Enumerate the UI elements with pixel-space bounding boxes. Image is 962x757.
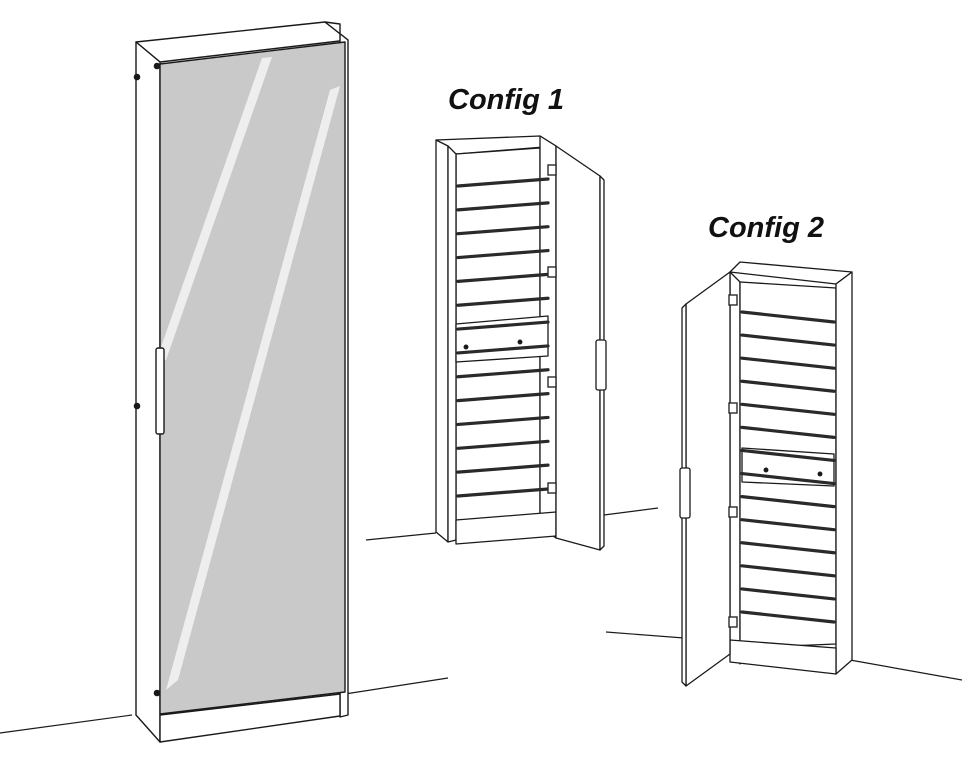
config-2-divider — [741, 447, 835, 487]
config-1-rails — [456, 164, 557, 498]
config-2-left-side — [729, 271, 741, 665]
config-2-hinge — [728, 506, 738, 518]
mirror-hinge-top — [133, 73, 141, 81]
config-2-rail — [740, 356, 836, 370]
config-2-rail — [740, 333, 836, 347]
mirror-reflection-lower — [166, 86, 340, 690]
mirror-hinge-middle — [133, 402, 141, 410]
config-1-rail — [456, 177, 550, 188]
config-1-rail — [456, 225, 550, 236]
config-1-rail — [456, 415, 550, 427]
config-2-rail — [740, 587, 836, 601]
config-1-rail — [456, 296, 550, 307]
config-2-label: Config 2 — [708, 212, 824, 244]
config-2-rail — [740, 379, 836, 393]
config-1-hinge — [547, 376, 557, 388]
config-1-left-front — [447, 145, 457, 543]
config-1-rail — [456, 201, 550, 212]
mirror-dot-top-right — [153, 62, 161, 70]
config-1-rail — [456, 439, 550, 450]
config-2-rail — [740, 541, 836, 555]
config-2-door — [685, 271, 731, 687]
config-1-rail — [456, 248, 550, 260]
mirror-cabinet — [133, 21, 349, 743]
mirror-hinge-bottom — [153, 689, 161, 697]
floor-line-right-a — [605, 631, 685, 639]
config-2-rail — [740, 564, 836, 578]
config-1-rail — [456, 320, 550, 331]
config-1-rail — [456, 487, 550, 498]
config-2-rail — [740, 448, 836, 463]
floor-lines — [0, 507, 962, 734]
config-2-rail — [740, 495, 836, 509]
config-1-divider-screw-right — [517, 339, 523, 345]
config-1-door-handle — [595, 339, 607, 391]
config-2-rail — [740, 518, 836, 532]
config-2-hinge — [728, 616, 738, 628]
config-1-hinge — [547, 266, 557, 278]
mirror-cabinet-plinth — [159, 693, 341, 743]
config-1-cabinet — [435, 135, 607, 551]
config-2-hinge — [728, 402, 738, 414]
config-2-divider-screw-left — [763, 467, 769, 473]
config-1-hinge — [547, 164, 557, 176]
config-1-label: Config 1 — [448, 84, 564, 116]
config-1-rail — [456, 344, 550, 355]
config-2-rails — [728, 294, 836, 628]
floor-line-right-b — [849, 659, 962, 681]
config-2-hinge — [728, 294, 738, 306]
floor-line-left-a — [0, 714, 133, 734]
config-2-divider-screw-right — [817, 471, 823, 477]
config-1-rail — [456, 463, 550, 474]
config-2-rail — [740, 471, 836, 486]
config-1-rail — [456, 272, 550, 283]
mirror-reflection-upper — [160, 57, 272, 362]
config-2-right-side — [835, 271, 853, 675]
config-2-rail — [740, 425, 836, 439]
config-1-rail — [456, 368, 550, 379]
floor-line-left-b — [344, 677, 449, 695]
config-1-door — [555, 145, 601, 551]
config-2-rail — [740, 310, 836, 324]
config-2-cabinet — [679, 261, 853, 687]
config-1-divider-screw-left — [463, 344, 469, 350]
config-2-rail — [740, 402, 836, 416]
config-2-rail — [740, 610, 836, 624]
floor-line-middle-a — [365, 532, 437, 541]
config-1-hinge — [547, 482, 557, 494]
config-2-top — [729, 261, 853, 285]
config-1-rail — [456, 392, 550, 403]
floor-line-middle-b — [603, 507, 659, 516]
config-1-left-side — [435, 139, 449, 543]
config-2-door-handle — [679, 467, 691, 519]
mirror-door-handle — [155, 347, 165, 435]
